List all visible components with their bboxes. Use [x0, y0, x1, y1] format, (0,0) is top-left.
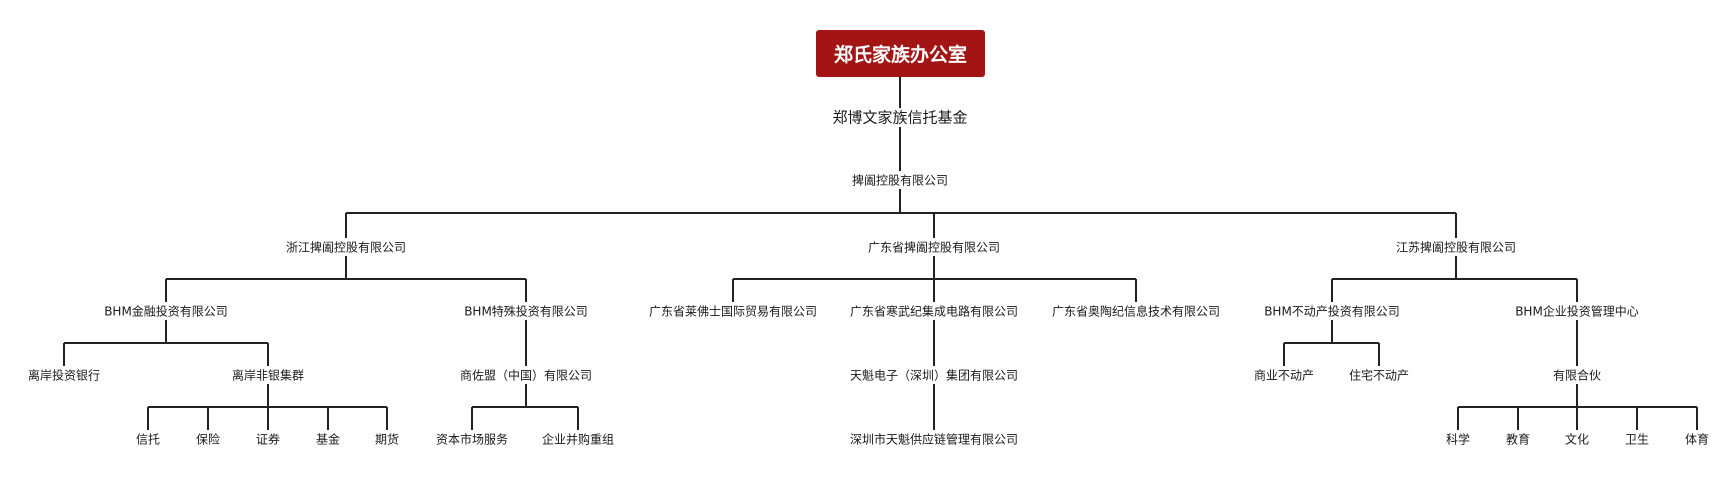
node-sports[interactable]: 体育	[1684, 432, 1710, 447]
node-shangzuomeng[interactable]: 商佐盟（中国）有限公司	[459, 368, 593, 383]
node-insurance[interactable]: 保险	[195, 432, 221, 447]
root-label: 郑氏家族办公室	[833, 44, 967, 66]
connector-lp	[1457, 384, 1698, 430]
node-trust[interactable]: 郑博文家族信托基金	[832, 108, 968, 127]
connector-guangdong	[732, 256, 1137, 302]
node-cambrian[interactable]: 广东省寒武纪集成电路有限公司	[849, 304, 1019, 319]
connector-zhejiang	[165, 256, 527, 302]
node-culture[interactable]: 文化	[1564, 432, 1590, 447]
node-bhm-enterprise[interactable]: BHM企业投资管理中心	[1515, 304, 1639, 319]
node-guangdong[interactable]: 广东省捭阖控股有限公司	[867, 240, 1001, 255]
node-offshore-nonbank[interactable]: 离岸非银集群	[231, 368, 305, 383]
node-limited-partnership[interactable]: 有限合伙	[1552, 368, 1602, 383]
node-raffles[interactable]: 广东省莱佛士国际贸易有限公司	[648, 304, 818, 319]
node-jiangsu[interactable]: 江苏捭阖控股有限公司	[1395, 240, 1517, 255]
node-fund[interactable]: 基金	[315, 432, 341, 447]
node-commercial-realestate[interactable]: 商业不动产	[1253, 368, 1315, 383]
node-bhm-finance[interactable]: BHM金融投资有限公司	[104, 304, 228, 319]
node-tiankui[interactable]: 天魁电子（深圳）集团有限公司	[849, 368, 1019, 383]
node-capital-markets[interactable]: 资本市场服务	[435, 432, 509, 447]
connector-holding-regions	[345, 189, 1457, 238]
connector-finance	[63, 320, 269, 366]
connector-realestate	[1283, 320, 1380, 366]
node-science[interactable]: 科学	[1445, 432, 1471, 447]
connector-shangzuomeng	[471, 384, 579, 430]
node-health[interactable]: 卫生	[1624, 432, 1650, 447]
connector-jiangsu	[1331, 256, 1578, 302]
node-securities[interactable]: 证券	[255, 432, 281, 447]
root-node[interactable]: 郑氏家族办公室	[816, 30, 985, 77]
node-education[interactable]: 教育	[1505, 432, 1531, 447]
node-residential-realestate[interactable]: 住宅不动产	[1348, 368, 1410, 383]
node-bhm-special[interactable]: BHM特殊投资有限公司	[464, 304, 588, 319]
node-holding[interactable]: 捭阖控股有限公司	[851, 173, 949, 188]
node-mna[interactable]: 企业并购重组	[541, 432, 615, 447]
node-zhejiang[interactable]: 浙江捭阖控股有限公司	[285, 240, 407, 255]
node-futures[interactable]: 期货	[374, 432, 400, 447]
node-trust-business[interactable]: 信托	[135, 432, 161, 447]
node-ordovician[interactable]: 广东省奥陶纪信息技术有限公司	[1051, 304, 1221, 319]
node-tiankui-supply[interactable]: 深圳市天魁供应链管理有限公司	[849, 432, 1019, 447]
connector-nonbank	[147, 384, 388, 430]
node-bhm-realestate[interactable]: BHM不动产投资有限公司	[1264, 304, 1400, 319]
node-offshore-bank[interactable]: 离岸投资银行	[27, 368, 101, 383]
